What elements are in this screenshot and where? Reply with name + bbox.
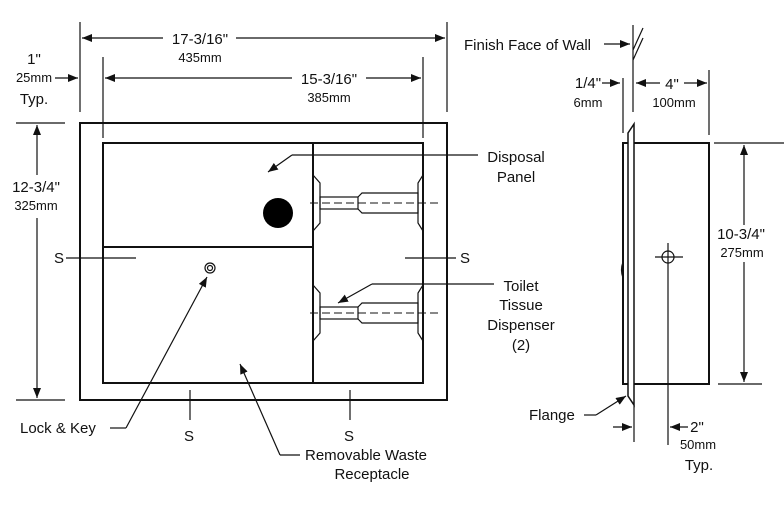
tissue-spindle-lower <box>310 284 438 342</box>
flange-width-in: 1" <box>27 51 41 68</box>
flange-width-note: Typ. <box>20 91 48 108</box>
offset-mm: 50mm <box>680 437 716 452</box>
tissue-spindle-upper <box>310 174 438 232</box>
front-view: 17-3/16" 435mm 15-3/16" 385mm 1" 25mm Ty… <box>12 22 555 483</box>
offset-note: Typ. <box>685 457 713 474</box>
label-waste-2: Receptacle <box>334 466 409 483</box>
label-disposal-1: Disposal <box>487 149 545 166</box>
s-marker-left: S <box>54 250 64 267</box>
offset-in: 2" <box>690 419 704 436</box>
label-waste-1: Removable Waste <box>305 447 427 464</box>
label-finish-face: Finish Face of Wall <box>464 37 591 54</box>
side-flange <box>627 121 635 408</box>
outer-flange <box>79 122 448 401</box>
label-toilet-1: Toilet <box>503 278 539 295</box>
inner-width-mm: 385mm <box>307 90 350 105</box>
flange-depth-mm: 6mm <box>574 95 603 110</box>
flange-depth-in: 1/4" <box>575 75 601 92</box>
body-height-in: 10-3/4" <box>717 226 765 243</box>
side-body <box>622 142 710 385</box>
label-toilet-3: Dispenser <box>487 317 555 334</box>
s-marker-bottom-right: S <box>344 428 354 445</box>
body-height-mm: 275mm <box>720 245 763 260</box>
label-toilet-2: Tissue <box>499 297 543 314</box>
label-disposal-2: Panel <box>497 169 535 186</box>
depth-mm: 100mm <box>652 95 695 110</box>
lock-icon <box>204 262 216 274</box>
overall-height-mm: 325mm <box>14 198 57 213</box>
inner-body <box>102 142 424 384</box>
inner-width-in: 15-3/16" <box>301 71 357 88</box>
flange-width-mm: 25mm <box>16 70 52 85</box>
label-flange: Flange <box>529 407 575 424</box>
overall-width-in: 17-3/16" <box>172 31 228 48</box>
label-lock-key: Lock & Key <box>20 420 96 437</box>
side-view: Finish Face of Wall 1/4" 6mm 4" 100mm 10… <box>464 25 784 474</box>
overall-height-in: 12-3/4" <box>12 179 60 196</box>
overall-width-mm: 435mm <box>178 50 221 65</box>
depth-in: 4" <box>665 76 679 93</box>
disposal-opening <box>263 198 293 228</box>
label-toilet-4: (2) <box>512 337 530 354</box>
s-marker-bottom-left: S <box>184 428 194 445</box>
s-marker-right: S <box>460 250 470 267</box>
